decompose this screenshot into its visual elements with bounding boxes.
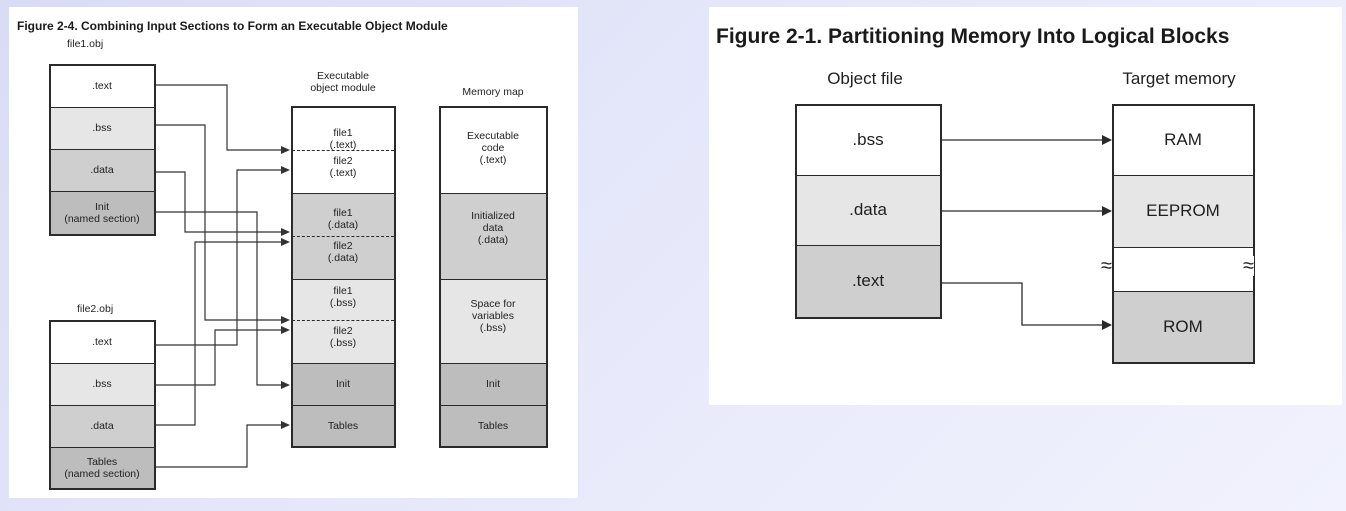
target-memory-box [1112,104,1255,364]
arrow-text-rom [940,282,1102,326]
figure-2-4-panel: Figure 2-4. Combining Input Sections to … [9,7,578,498]
file1-init-named-section: Init (named section) [50,191,154,235]
memmap-data-block [440,193,546,279]
mem-ram-block: RAM [1113,105,1253,175]
obj-data-section: .data [796,175,940,245]
exec-file2-text: file2 (.text) [329,155,357,179]
arrow-init [154,211,281,386]
arrow-file1-data [154,171,281,233]
file2-tables-named-section: Tables (named section) [50,447,154,489]
figure-2-4-title: Figure 2-4. Combining Input Sections to … [17,19,448,33]
memmap-tables-block: Tables [440,405,546,447]
exec-file1-data: file1 (.data) [327,207,359,231]
exec-file2-bss: file2 (.bss) [329,325,357,349]
memory-map-header: Memory map [462,86,524,98]
partition-arrows [940,135,1112,330]
memmap-init-block: Init [440,363,546,405]
memmap-bss-block [440,279,546,363]
arrow-tables [154,424,281,468]
exec-file1-bss: file1 (.bss) [329,285,357,309]
memory-map-box [439,106,548,448]
memmap-executable-code: Executable code (.text) [467,130,519,166]
file1-obj-label: file1.obj [67,38,104,50]
figure-2-1-panel: Figure 2-1. Partitioning Memory Into Log… [709,7,1342,405]
target-memory-header: Target memory [1122,69,1236,88]
memmap-initialized-data: Initialized data (.data) [471,210,515,246]
mem-rom-block: ROM [1113,291,1253,363]
mem-eeprom-block: EEPROM [1113,175,1253,247]
object-file-header: Object file [827,69,903,88]
arrow-file2-bss [154,329,281,386]
arrow-file1-bss [154,124,281,321]
object-file-box [795,104,942,319]
figure-2-1-title: Figure 2-1. Partitioning Memory Into Log… [716,25,1230,48]
file1-bss-section: .bss [50,107,154,149]
exec-module-box [291,106,396,448]
file2-obj-label: file2.obj [77,303,114,315]
file2-data-section: .data [50,405,154,447]
file2-text-section: .text [50,321,154,363]
exec-module-header: Executable object module [310,70,376,94]
memory-break-right: ≈ [1243,255,1254,277]
exec-bss-block [292,279,394,363]
exec-file1-text: file1 (.text) [329,127,357,151]
memmap-code-block [440,107,546,193]
section-connector-arrows [154,84,290,468]
exec-init-block: Init [292,363,394,405]
mem-gap-block [1113,247,1253,291]
file2-bss-section: .bss [50,363,154,405]
exec-file2-data: file2 (.data) [327,240,359,264]
exec-tables-block: Tables [292,405,394,447]
obj-text-section: .text [796,245,940,317]
file2-obj-box [49,320,156,490]
obj-bss-section: .bss [796,105,940,175]
file1-data-section: .data [50,149,154,191]
file1-obj-box [49,64,156,236]
arrow-file2-data [154,241,281,426]
memmap-space-for-variables: Space for variables (.bss) [470,298,516,334]
arrow-file1-text [154,84,281,151]
memory-break-left: ≈ [1101,255,1112,277]
arrow-file2-text [154,169,281,346]
file1-text-section: .text [50,65,154,107]
